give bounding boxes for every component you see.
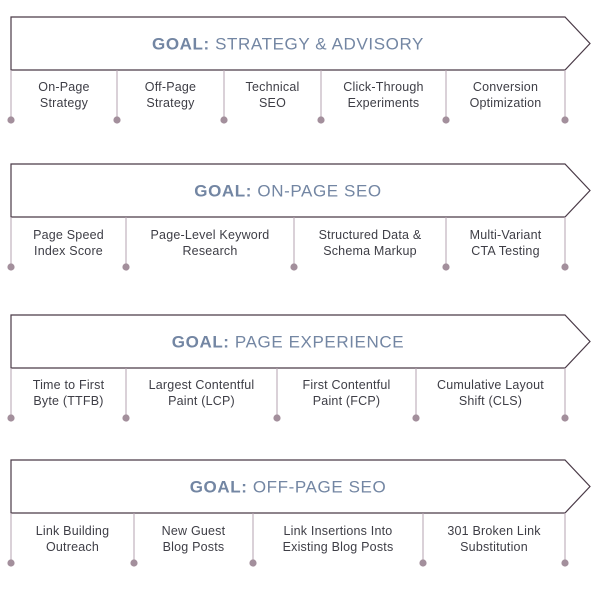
divider-dot (122, 414, 130, 422)
goal-item-line: Strategy (40, 96, 89, 110)
goal-prefix: GOAL: (172, 333, 230, 352)
goal-item-line: Optimization (470, 96, 542, 110)
divider-dot (220, 116, 228, 124)
goal-prefix: GOAL: (190, 478, 248, 497)
goal-item-line: Byte (TTFB) (33, 394, 103, 408)
goal-item-line: Existing Blog Posts (283, 540, 394, 554)
goal-item-line: 301 Broken Link (447, 524, 541, 538)
goal-item-line: Page-Level Keyword (151, 228, 270, 242)
goal-item-line: SEO (259, 96, 286, 110)
goal-item-line: Cumulative Layout (437, 378, 544, 392)
goal-prefix: GOAL: (152, 35, 210, 54)
divider-dot (290, 263, 298, 271)
goal-item-line: Off-Page (145, 80, 196, 94)
goal-item-line: New Guest (162, 524, 226, 538)
divider-dot (561, 414, 569, 422)
goal-item-line: Substitution (460, 540, 528, 554)
goal-item-line: On-Page (38, 80, 89, 94)
divider-dot (273, 414, 281, 422)
goal-item-label: Structured Data & Schema Markup (319, 228, 422, 258)
goal-item-line: Link Building (36, 524, 109, 538)
goal-item-line: Time to First (33, 378, 105, 392)
divider-dot (317, 116, 325, 124)
divider-dot (561, 116, 569, 124)
goal-name: OFF-PAGE SEO (248, 478, 387, 497)
divider-dot (561, 559, 569, 567)
divider-dot (442, 263, 450, 271)
goal-item-line: Paint (FCP) (313, 394, 381, 408)
divider-dot (7, 263, 15, 271)
goal-title: GOAL: ON-PAGE SEO (194, 182, 381, 201)
divider-dot (113, 116, 121, 124)
goal-item-line: Link Insertions Into (284, 524, 393, 538)
divider-dot (561, 263, 569, 271)
goal-title: GOAL: STRATEGY & ADVISORY (152, 35, 424, 54)
goal-name: STRATEGY & ADVISORY (210, 35, 424, 54)
goal-banner-arrow (10, 163, 591, 218)
divider-dot (122, 263, 130, 271)
goal-item-line: Largest Contentful (149, 378, 255, 392)
goal-banner-arrow (10, 459, 591, 514)
goal-banner-arrow (10, 314, 591, 369)
goal-name: ON-PAGE SEO (252, 182, 382, 201)
goal-item-line: Outreach (46, 540, 99, 554)
goal-item-line: Schema Markup (323, 244, 417, 258)
goal-item-line: Index Score (34, 244, 103, 258)
goal-item-line: Research (182, 244, 237, 258)
divider-dot (412, 414, 420, 422)
divider-dot (130, 559, 138, 567)
goal-item-line: Structured Data & (319, 228, 422, 242)
goal-item-line: Strategy (146, 96, 195, 110)
divider-dot (419, 559, 427, 567)
goal-item-line: Paint (LCP) (168, 394, 235, 408)
goal-title: GOAL: PAGE EXPERIENCE (172, 333, 404, 352)
divider-dot (7, 414, 15, 422)
goal-item-line: Conversion (473, 80, 538, 94)
goal-item-line: CTA Testing (471, 244, 539, 258)
goal-item-line: Shift (CLS) (459, 394, 522, 408)
goal-item-line: Click-Through (343, 80, 423, 94)
goal-title: GOAL: OFF-PAGE SEO (190, 478, 387, 497)
goal-item-line: Technical (246, 80, 300, 94)
goal-item-line: Experiments (348, 96, 420, 110)
goal-item-line: Blog Posts (163, 540, 225, 554)
divider-dot (442, 116, 450, 124)
goal-item-line: Multi-Variant (470, 228, 542, 242)
goal-prefix: GOAL: (194, 182, 252, 201)
divider-dot (7, 116, 15, 124)
divider-dot (7, 559, 15, 567)
goal-item-line: Page Speed (33, 228, 104, 242)
goal-name: PAGE EXPERIENCE (230, 333, 405, 352)
divider-dot (249, 559, 257, 567)
goal-banner-arrow (10, 16, 591, 71)
goal-item-line: First Contentful (303, 378, 391, 392)
